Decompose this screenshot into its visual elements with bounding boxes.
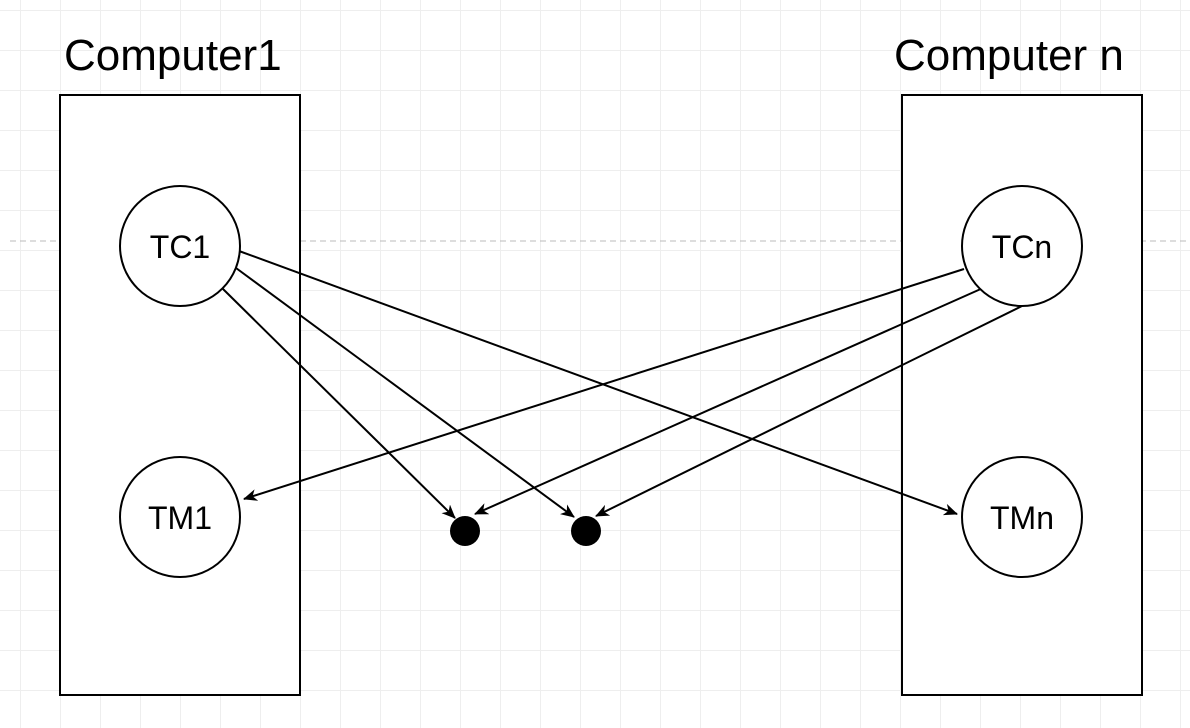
node-tc1[interactable]	[119, 185, 241, 307]
edge-tcn-to-dot-2[interactable]	[595, 305, 1023, 517]
endpoint-dot-1[interactable]	[450, 516, 480, 546]
node-tmn[interactable]	[961, 456, 1083, 578]
edge-tc1-to-tmn[interactable]	[238, 250, 958, 516]
edge-tcn-to-dot-1[interactable]	[474, 287, 984, 515]
node-tm1-label: TM1	[148, 500, 212, 536]
node-tm1[interactable]	[119, 456, 241, 578]
edge-tc1-to-dot-1[interactable]	[222, 288, 456, 519]
computer-1-title: Computer1	[64, 31, 282, 80]
node-tmn-label: TMn	[990, 500, 1054, 536]
edge-tc1-to-dot-2[interactable]	[235, 267, 575, 518]
endpoint-dot-2[interactable]	[571, 516, 601, 546]
node-tc1-label: TC1	[150, 229, 210, 265]
node-tcn[interactable]	[961, 185, 1083, 307]
node-tcn-label: TCn	[992, 229, 1052, 265]
computer-n-title: Computer n	[894, 31, 1124, 80]
edge-tcn-to-tm1[interactable]	[243, 268, 965, 501]
edges	[222, 250, 1023, 519]
